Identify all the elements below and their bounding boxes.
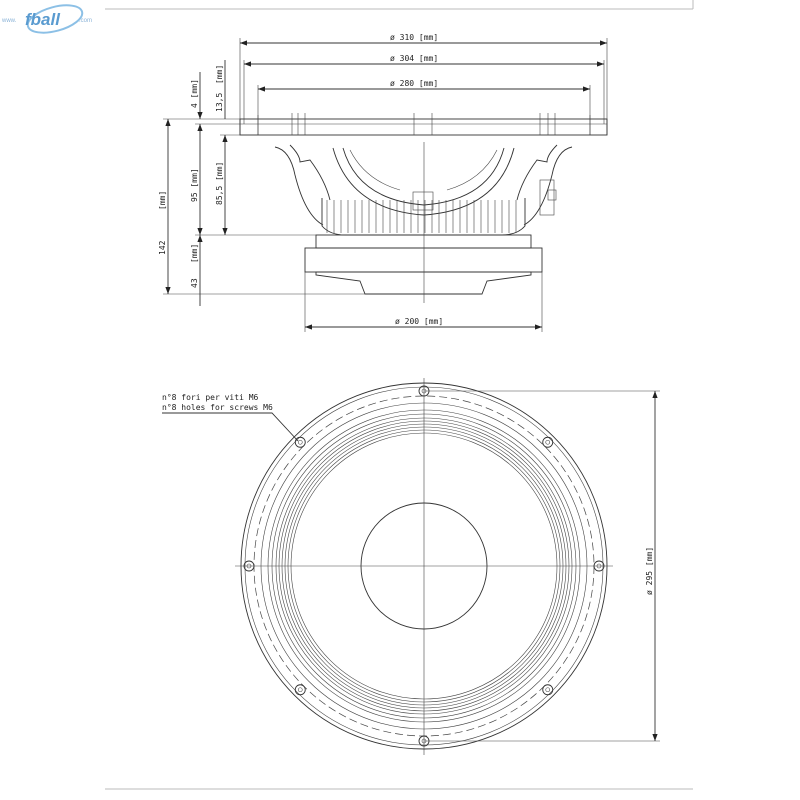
dim-flange-height: 13,5 <box>215 93 224 112</box>
dim-basket-depth: 95 [mm] <box>190 168 199 202</box>
dim-flange: 4 [mm] <box>190 79 199 108</box>
dim-basket-inner-depth: 85,5 [mm] <box>215 162 224 205</box>
dim-total-depth: 142 <box>158 240 167 255</box>
screw-hole <box>542 684 554 696</box>
dim-magnet-depth: 43 <box>190 278 199 288</box>
dim-outer-diameter: ø 310 [mm] <box>390 33 438 42</box>
note-italian: n°8 fori per viti M6 <box>162 393 259 402</box>
logo-text: fball <box>25 10 61 29</box>
dim-magnet-depth-unit: [mm] <box>190 244 199 263</box>
screw-hole <box>542 436 554 448</box>
dim-flange-height-unit: [mm] <box>215 65 224 84</box>
dim-inner-diameter: ø 280 [mm] <box>390 79 438 88</box>
screw-hole <box>294 436 306 448</box>
dim-mid-diameter: ø 304 [mm] <box>390 54 438 63</box>
screw-hole <box>294 684 306 696</box>
side-view: ø 310 [mm] ø 304 [mm] ø 280 [mm] <box>158 33 608 332</box>
dim-hole-circle-diameter: ø 295 [mm] <box>645 547 654 595</box>
dim-magnet-diameter: ø 200 [mm] <box>395 317 443 326</box>
logo-suffix: .com <box>79 18 92 24</box>
screw-hole <box>243 560 255 572</box>
logo: www. fball .com <box>1 4 92 34</box>
logo-prefix: www. <box>1 18 17 24</box>
note-english: n°8 holes for screws M6 <box>162 403 273 412</box>
dim-total-depth-unit: [mm] <box>158 191 167 210</box>
front-view: n°8 fori per viti M6 n°8 holes for screw… <box>162 378 660 755</box>
screw-hole <box>593 560 605 572</box>
screw-holes <box>243 385 605 747</box>
